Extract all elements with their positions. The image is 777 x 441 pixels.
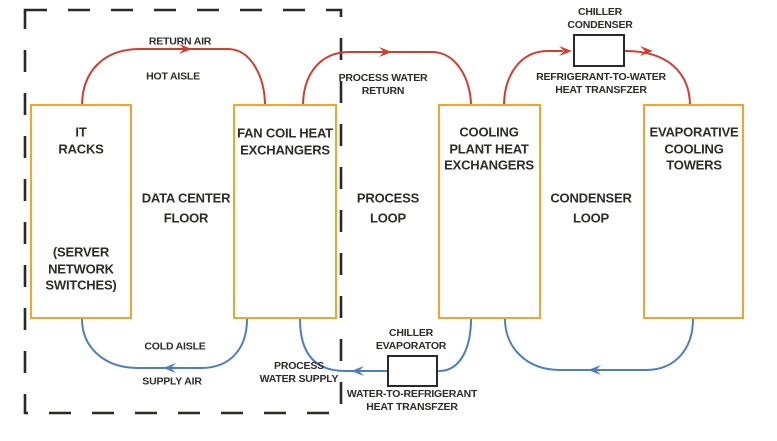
process-loop-label: PROCESS LOOP <box>356 190 420 226</box>
data-center-floor-boundary <box>23 8 343 415</box>
water-to-refrigerant-label: WATER-TO-REFRIGERANT HEAT TRANSFZER <box>346 388 478 413</box>
chiller-evaporator-label: CHILLER EVAPORATOR <box>375 327 447 352</box>
it-racks-box <box>30 104 132 319</box>
return-air-arrowhead <box>179 44 192 54</box>
supply-air-label: SUPPLY AIR <box>142 375 202 388</box>
process-water-return-arrowhead <box>379 47 392 57</box>
server-network-switches-label: (SERVER NETWORK SWITCHES) <box>45 244 117 293</box>
return-air-label: RETURN AIR <box>148 35 212 48</box>
condenser-return-arc <box>624 50 691 107</box>
process-water-supply-label: PROCESS WATER SUPPLY <box>259 360 339 385</box>
data-center-floor-label: DATA CENTER FLOOR <box>141 190 231 226</box>
condenser-inlet-arrowhead <box>559 46 572 56</box>
condenser-supply-arc <box>503 50 563 107</box>
process-water-supply-arc <box>299 318 388 372</box>
cooling-plant-heat-exchangers-box <box>438 104 541 319</box>
process-water-supply-arrowhead <box>351 366 364 376</box>
refrigerant-to-water-label: REFRIGERANT-TO-WATER HEAT TRANSFZER <box>536 71 666 96</box>
chiller-condenser-box <box>573 34 625 67</box>
fan-coil-heat-exchangers-box <box>233 104 337 319</box>
evaporator-inlet-arc <box>438 318 472 372</box>
process-water-return-label: PROCESS WATER RETURN <box>338 72 428 97</box>
condenser-loop-label: CONDENSER LOOP <box>550 190 632 226</box>
cooling-plant-heat-exchangers-label: COOLING PLANT HEAT EXCHANGERS <box>444 124 534 173</box>
hot-aisle-label: HOT AISLE <box>146 70 200 83</box>
evaporative-cooling-towers-box <box>643 104 744 319</box>
condenser-loop-return-arc <box>504 318 694 371</box>
chiller-condenser-label: CHILLER CONDENSER <box>567 6 633 31</box>
chiller-evaporator-box <box>387 355 438 387</box>
return-air-arc <box>81 48 266 107</box>
it-racks-label: IT RACKS <box>58 124 104 157</box>
cold-aisle-label: COLD AISLE <box>144 340 206 353</box>
evaporative-cooling-towers-label: EVAPORATIVE COOLING TOWERS <box>649 124 739 173</box>
fan-coil-heat-exchangers-label: FAN COIL HEAT EXCHANGERS <box>237 125 333 158</box>
condenser-outlet-arrowhead <box>640 46 653 56</box>
condenser-loop-return-arrowhead <box>588 365 601 375</box>
supply-air-arrowhead <box>163 363 176 373</box>
